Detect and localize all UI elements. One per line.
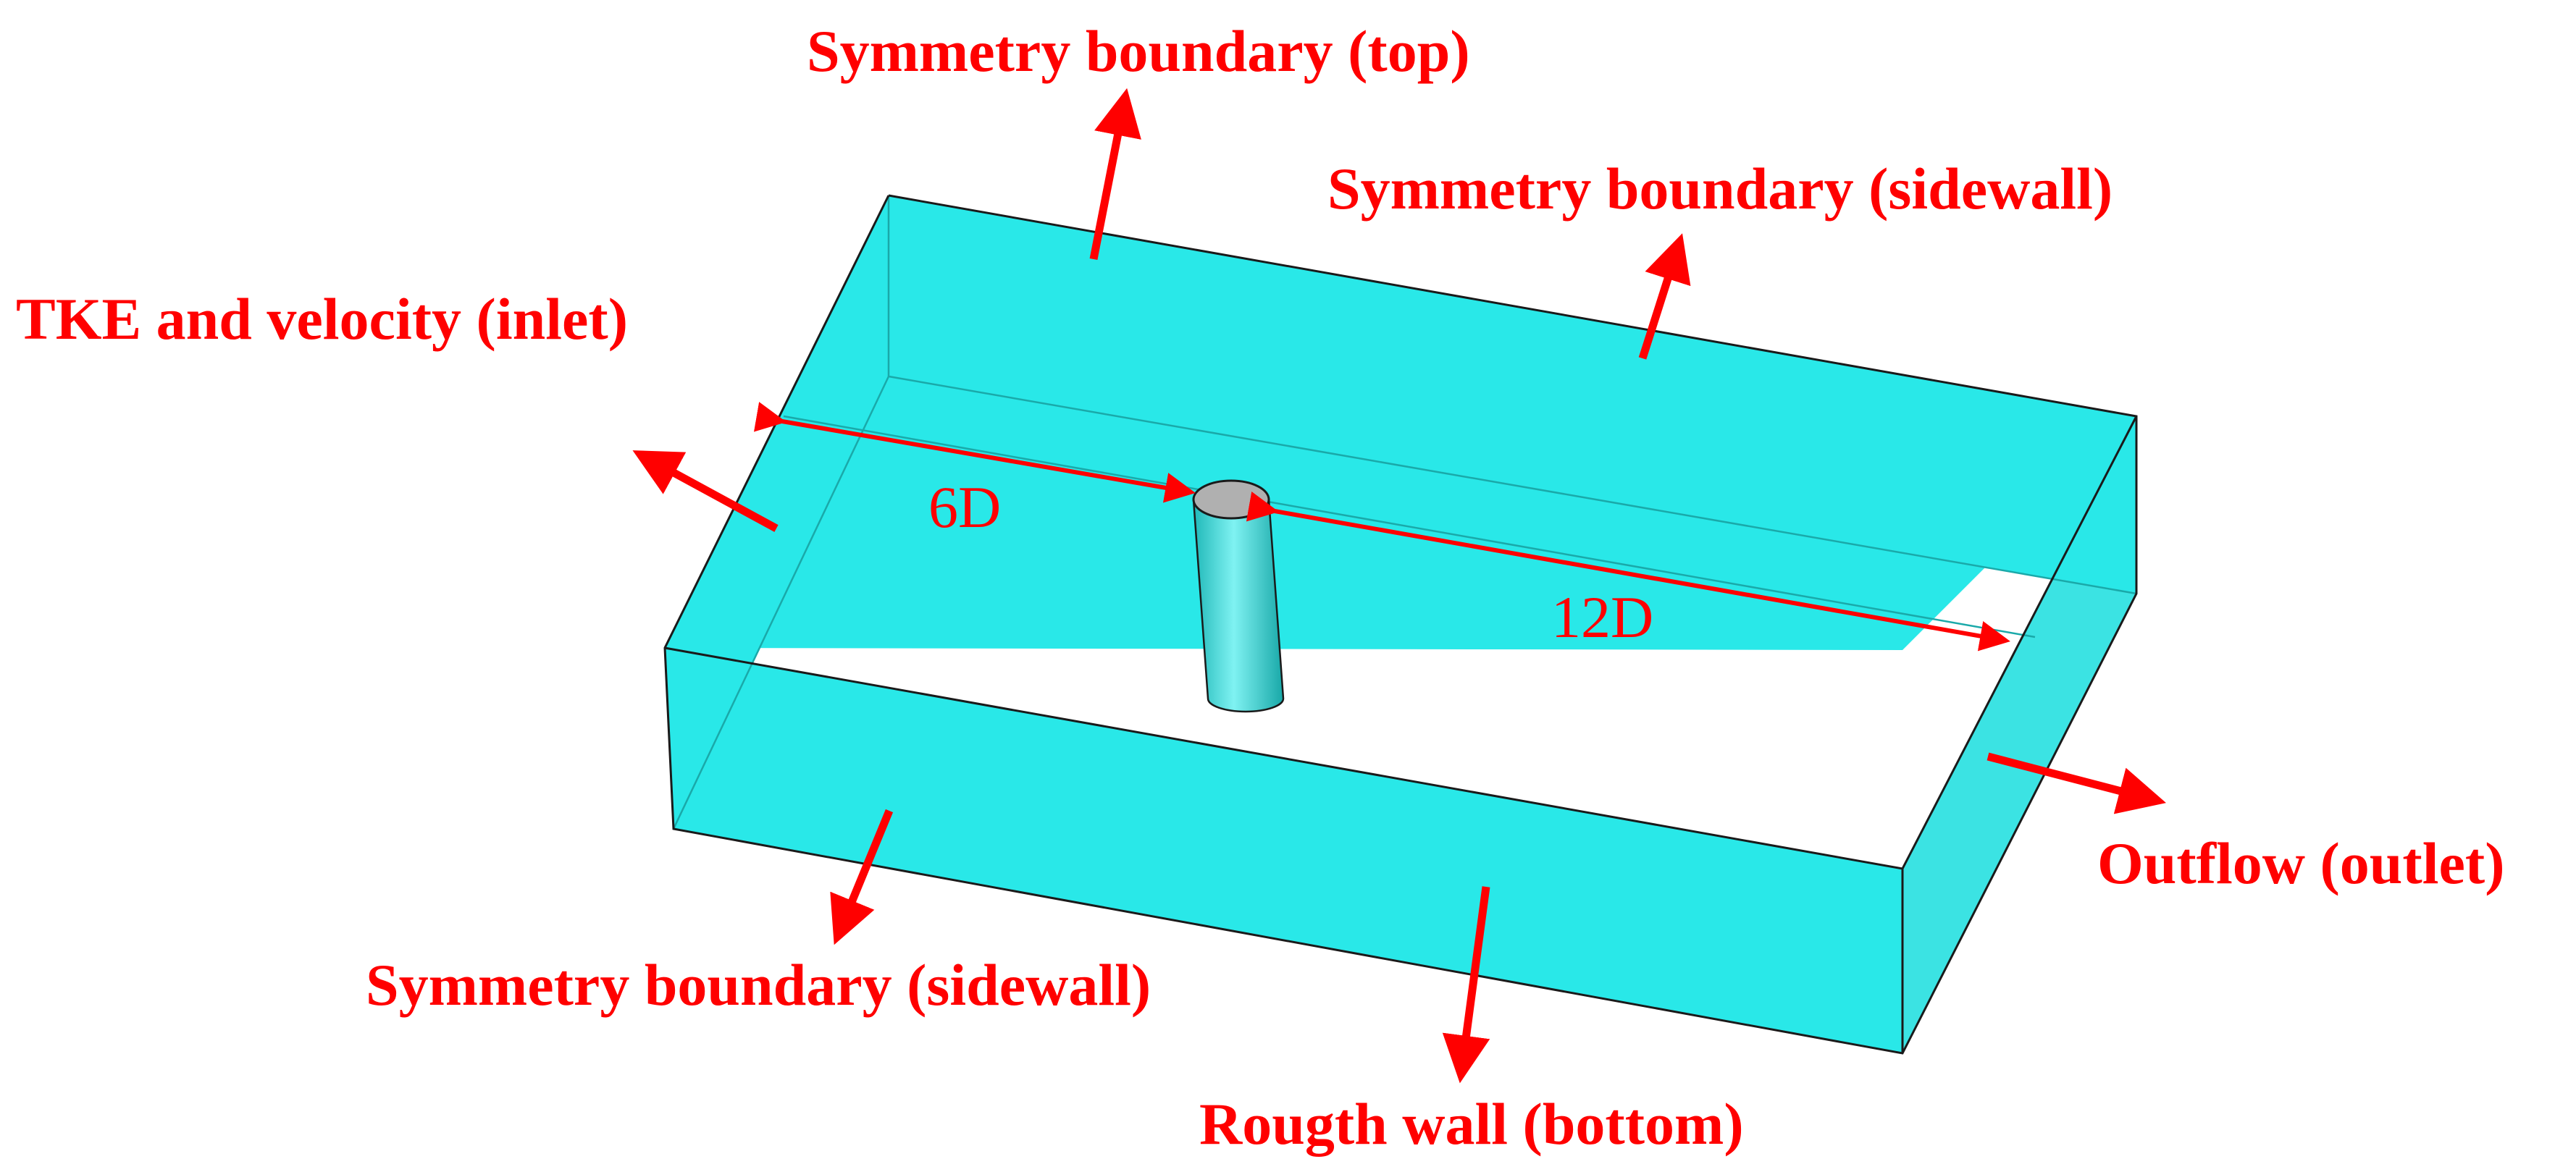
box-left-face (665, 195, 889, 829)
dimension-6d-line (753, 402, 1196, 503)
dimension-12d-line (1246, 492, 2010, 652)
label-outlet: Outflow (outlet) (2097, 830, 2505, 896)
label-sidewall-front: Symmetry boundary (sidewall) (366, 952, 1151, 1018)
label-bottom: Rougth wall (bottom) (1199, 1091, 1744, 1157)
box-edges (663, 194, 2138, 1055)
pier-body (1192, 498, 1285, 713)
label-sidewall-back: Symmetry boundary (sidewall) (1327, 156, 2113, 222)
label-top: Symmetry boundary (top) (807, 18, 1470, 84)
pier-top (1192, 479, 1270, 520)
boundary-arrows (632, 88, 2166, 1084)
label-inlet: TKE and velocity (inlet) (16, 286, 628, 352)
dimension-lines (753, 402, 2010, 652)
pier-cylinder (1192, 479, 1285, 713)
box-front-face (665, 648, 1902, 1053)
boundary-labels: Symmetry boundary (top) Symmetry boundar… (16, 18, 2505, 1157)
arrow-bottom (1442, 886, 1490, 1084)
dimension-12d-label: 12D (1551, 584, 1653, 650)
arrow-sidewall-back (1638, 233, 1691, 360)
arrow-sidewall-front (830, 809, 894, 945)
arrow-top (1089, 88, 1141, 261)
dimension-6d-label: 6D (928, 474, 1001, 540)
arrow-inlet (632, 450, 779, 532)
arrow-outlet (1986, 752, 2166, 814)
